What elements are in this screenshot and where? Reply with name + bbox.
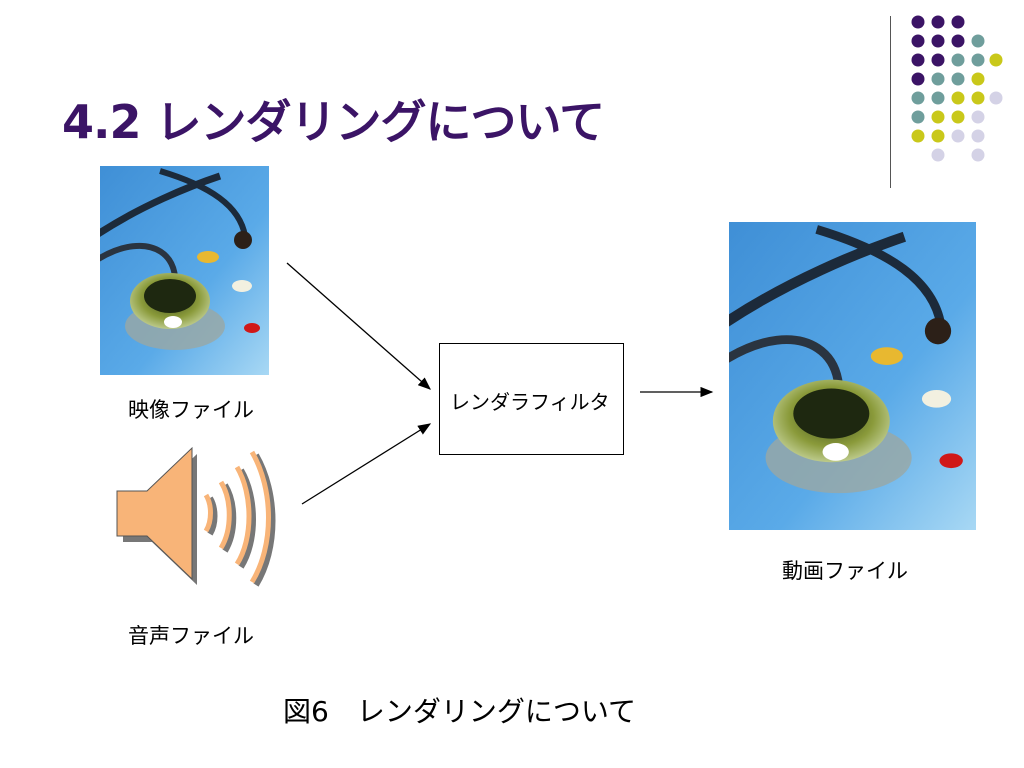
stethoscope-photo-icon [729,222,976,530]
movie-file-label: 動画ファイル [782,559,908,583]
decorative-dot-grid [911,15,1003,162]
slide-title: 4.2 レンダリングについて [62,95,605,149]
renderer-filter-box: レンダラフィルタ [439,343,624,455]
video-file-label: 映像ファイル [128,398,254,422]
stethoscope-photo-icon [100,166,269,375]
speaker-icon [116,446,276,587]
audio-to-filter-arrow [301,423,432,505]
movie-file-image [729,222,976,530]
video-file-image [100,166,269,375]
audio-file-label: 音声ファイル [128,624,254,648]
video-to-filter-arrow [286,262,431,390]
renderer-filter-label: レンダラフィルタ [450,390,610,414]
title-divider [890,16,891,188]
figure-caption: 図6 レンダリングについて [283,695,636,728]
